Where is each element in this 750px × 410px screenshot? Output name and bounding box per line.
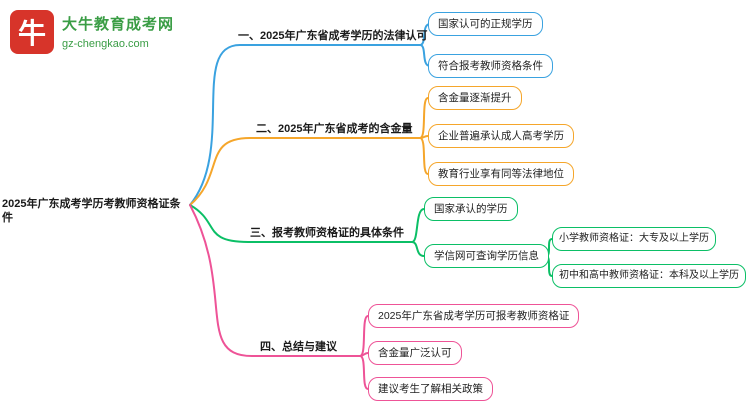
- branch-2-child-1-node[interactable]: 含金量逐渐提升: [428, 86, 522, 110]
- branch-1-label[interactable]: 一、2025年广东省成考学历的法律认可: [238, 30, 428, 42]
- branch-2-child-3-node[interactable]: 教育行业享有同等法律地位: [428, 162, 574, 186]
- branch-4-label[interactable]: 四、总结与建议: [260, 341, 337, 353]
- connector-branch-2-child-2: [419, 135, 429, 139]
- branch-1-child-2-node[interactable]: 符合报考教师资格条件: [428, 54, 553, 78]
- connector-branch-2-child-3: [419, 137, 429, 175]
- branch-2-label[interactable]: 二、2025年广东省成考的含金量: [256, 123, 413, 135]
- branch-2-child-2-node[interactable]: 企业普遍承认成人高考学历: [428, 124, 574, 148]
- bull-icon: 牛: [10, 10, 54, 54]
- branch-4-child-3-node[interactable]: 建议考生了解相关政策: [368, 377, 493, 401]
- connector-branch-2-child-1: [419, 97, 429, 139]
- branch-1-child-1-node[interactable]: 国家认可的正规学历: [428, 12, 543, 36]
- branch-4-child-2-node[interactable]: 含金量广泛认可: [368, 341, 462, 365]
- logo-title: 大牛教育成考网: [62, 16, 175, 33]
- connector-branch-3-child-2: [411, 241, 425, 257]
- branch-3-grandchild-2-node[interactable]: 初中和高中教师资格证：本科及以上学历: [552, 264, 746, 288]
- branch-3-label[interactable]: 三、报考教师资格证的具体条件: [250, 227, 404, 239]
- connector-branch-4-child-2: [359, 352, 369, 357]
- logo-domain: gz-chengkao.com: [62, 38, 149, 50]
- mindmap-root-node[interactable]: 2025年广东成考学历考教师资格证条件: [2, 198, 181, 224]
- connector-branch-3-child-1: [411, 208, 425, 243]
- connector-branch-4-child-1: [359, 315, 369, 357]
- branch-4-child-1-node[interactable]: 2025年广东省成考学历可报考教师资格证: [368, 304, 580, 328]
- connector-branch-2: [189, 137, 421, 206]
- branch-3-grandchild-1-node[interactable]: 小学教师资格证：大专及以上学历: [552, 227, 716, 251]
- branch-3-child-1-node[interactable]: 国家承认的学历: [424, 197, 518, 221]
- logo-text: 大牛教育成考网 gz-chengkao.com: [62, 10, 174, 50]
- site-logo[interactable]: 牛 大牛教育成考网 gz-chengkao.com: [10, 10, 174, 54]
- connector-branch-4-child-3: [359, 355, 369, 390]
- branch-3-child-2-node[interactable]: 学信网可查询学历信息: [424, 244, 549, 268]
